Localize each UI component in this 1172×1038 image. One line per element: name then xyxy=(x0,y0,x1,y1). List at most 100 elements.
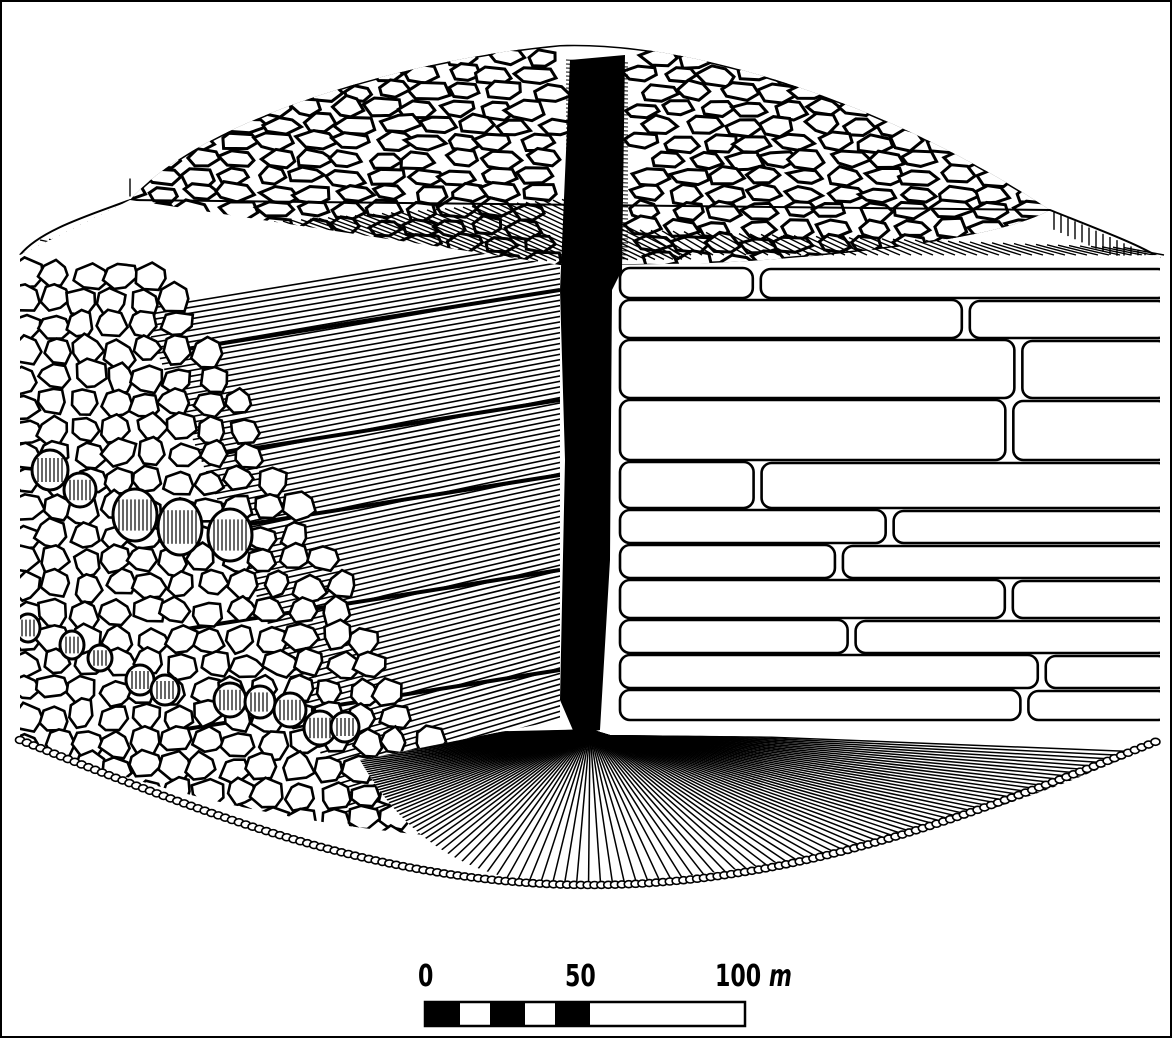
rim-pebble xyxy=(1151,738,1160,745)
cobble-stone xyxy=(1040,100,1074,119)
boulder xyxy=(201,367,227,392)
boulder xyxy=(220,835,248,864)
cobble-stone xyxy=(665,137,699,153)
cobble-stone xyxy=(266,86,295,100)
cobble-stone xyxy=(1019,151,1054,170)
boulder xyxy=(169,811,199,837)
boulder xyxy=(260,468,287,496)
slab xyxy=(620,655,1038,688)
cobble-stone xyxy=(858,135,893,153)
slab xyxy=(620,510,886,543)
cobble-stone xyxy=(979,155,1013,169)
cobble-stone xyxy=(364,98,401,116)
cobble-stone xyxy=(449,83,479,98)
slab xyxy=(620,620,848,653)
boulder xyxy=(72,390,97,415)
pod xyxy=(16,614,40,642)
cobble-stone xyxy=(1047,221,1082,236)
slab xyxy=(761,269,1168,298)
cobble-stone xyxy=(401,152,434,169)
cobble-stone xyxy=(958,100,997,115)
cobble-stone xyxy=(330,48,357,63)
cobble-stone xyxy=(955,120,992,136)
cobble-stone xyxy=(105,118,143,136)
cobble-stone xyxy=(993,97,1027,115)
slab xyxy=(1022,341,1168,398)
boulder xyxy=(221,733,255,756)
boulder xyxy=(73,418,100,441)
cobble-stone xyxy=(294,44,326,64)
boulder xyxy=(6,367,37,395)
boulder xyxy=(153,834,185,858)
cobble-stone xyxy=(260,47,293,66)
cobble-stone xyxy=(299,202,329,216)
cobble-stone xyxy=(181,50,214,66)
cobble-stone xyxy=(366,52,401,66)
boulder xyxy=(294,648,322,676)
cobble-stone xyxy=(517,168,553,183)
scale-label-100-value: 100 xyxy=(715,959,761,994)
scale-segment-2 xyxy=(490,1002,525,1026)
boulder xyxy=(352,786,380,806)
boulder xyxy=(139,437,164,465)
pod xyxy=(214,683,246,717)
cobble-stone xyxy=(960,48,989,63)
cobble-stone xyxy=(1031,118,1061,133)
pod xyxy=(60,631,84,659)
boulder xyxy=(100,831,133,858)
cobble-stone xyxy=(756,47,795,67)
pod xyxy=(245,686,275,718)
cobble-stone xyxy=(968,222,1007,237)
cobble-stone xyxy=(935,218,967,238)
cobble-stone xyxy=(885,100,926,115)
cobble-stone xyxy=(404,46,437,64)
cobble-stone xyxy=(102,63,139,81)
boulder xyxy=(315,757,342,782)
cobble-stone xyxy=(967,135,1006,153)
boulder xyxy=(380,706,411,728)
cobble-stone xyxy=(670,170,709,185)
boulder xyxy=(40,810,69,837)
cobble-stone xyxy=(1014,167,1045,184)
cobble-stone xyxy=(664,219,699,236)
cobble-stone xyxy=(371,66,402,81)
cobble-stone xyxy=(1017,185,1051,203)
cobble-stone xyxy=(182,117,216,136)
cobble-stone xyxy=(839,99,876,115)
cobble-stone xyxy=(256,202,294,216)
slab xyxy=(762,463,1168,508)
boulder xyxy=(15,782,43,806)
cobble-stone xyxy=(946,81,977,97)
cobble-stone xyxy=(105,166,138,181)
boulder xyxy=(323,783,351,809)
cobble-stone xyxy=(103,52,136,67)
cobble-stone xyxy=(220,82,255,99)
cobble-stone xyxy=(917,47,951,66)
boulder xyxy=(38,780,69,804)
slab xyxy=(620,300,962,338)
slab xyxy=(620,690,1020,720)
cobble-stone xyxy=(909,82,940,99)
slab xyxy=(620,340,1014,398)
cobble-stone xyxy=(942,165,975,182)
cobble-stone xyxy=(1042,48,1073,62)
cobble-stone xyxy=(487,81,521,99)
cobble-stone xyxy=(977,170,1012,187)
cobble-stone xyxy=(154,134,180,148)
cobble-stone xyxy=(186,83,220,103)
cobble-stone xyxy=(219,98,252,117)
boulder xyxy=(246,753,277,779)
cobble-stone xyxy=(632,169,670,186)
cobble-stone xyxy=(831,51,870,69)
boulder xyxy=(163,472,193,494)
cobble-stone xyxy=(258,67,290,86)
slab xyxy=(1028,691,1168,720)
scale-bar xyxy=(425,1002,745,1026)
slab xyxy=(970,301,1168,338)
cobble-stone xyxy=(999,117,1033,134)
cobble-stone xyxy=(880,49,908,69)
slab xyxy=(620,545,835,578)
cobble-stone xyxy=(799,50,836,67)
cobble-stone xyxy=(1040,70,1077,85)
